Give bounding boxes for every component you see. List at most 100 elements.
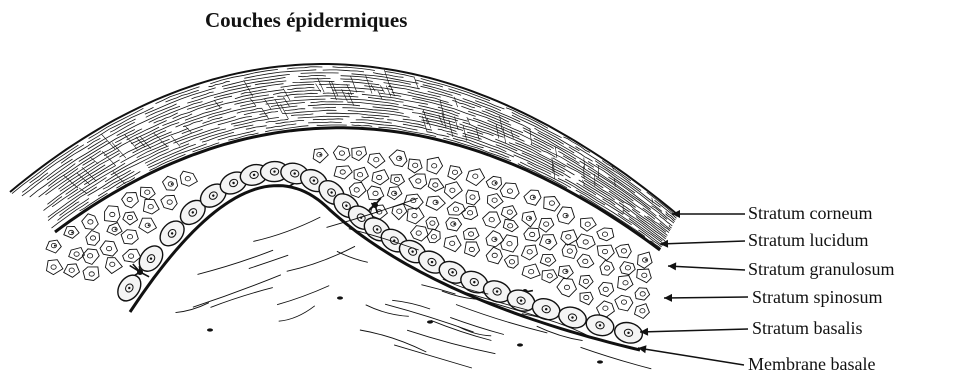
corneum-fiber	[352, 74, 419, 84]
corneum-fiber	[373, 73, 404, 78]
spinous-cell-nucleus	[549, 201, 554, 205]
spinous-cell-nucleus	[507, 210, 512, 214]
spinous-cell	[466, 169, 484, 186]
fibroblast	[337, 296, 343, 299]
spinous-cell	[558, 266, 573, 279]
spinous-cell-nucleus	[453, 207, 458, 211]
fibroblast	[517, 343, 523, 346]
corneum-fiber	[301, 73, 339, 74]
corneum-fiber	[421, 86, 453, 95]
corneum-fiber	[209, 82, 230, 87]
granule	[71, 232, 73, 234]
spinous-cell-nucleus	[507, 242, 512, 246]
corneum-fiber	[313, 119, 343, 120]
corneum-fiber	[300, 78, 330, 79]
spinous-cell-nucleus	[127, 215, 132, 219]
spinous-cell	[64, 264, 80, 277]
corneum-fiber	[308, 122, 342, 123]
corneum-fiber	[352, 125, 373, 127]
spinous-cell	[486, 176, 501, 189]
spinous-cell	[504, 255, 518, 268]
spinous-cell-nucleus	[585, 222, 590, 226]
corneum-hatch	[351, 76, 357, 92]
dermis-fiber	[450, 317, 504, 334]
dermis-fiber	[407, 330, 495, 354]
spinous-cell	[352, 147, 367, 161]
label-stratum-spinosum: Stratum spinosum	[752, 287, 883, 308]
spinous-cell	[140, 187, 155, 199]
basal-cell	[584, 312, 616, 339]
corneum-fiber	[89, 108, 144, 138]
corneum-fiber	[331, 99, 399, 105]
spinous-cell	[557, 278, 577, 296]
spinous-cell-nucleus	[433, 183, 438, 187]
arrow-stratum-spinosum	[664, 294, 748, 302]
corneum-hatch	[530, 128, 532, 144]
dermis-fiber	[198, 250, 274, 274]
spinous-cell	[122, 193, 139, 208]
spinous-cell	[428, 179, 444, 192]
corneum-fiber	[48, 187, 97, 221]
dermis-fiber	[193, 275, 281, 307]
spinous-cell	[123, 249, 141, 262]
arrow-stratum-basalis	[640, 328, 748, 336]
spinous-cell-nucleus	[603, 287, 608, 291]
spinous-cell	[615, 295, 633, 311]
corneum-fiber	[183, 120, 203, 127]
corneum-fiber	[298, 75, 326, 76]
corneum-fiber	[166, 90, 199, 102]
corneum-fiber	[291, 114, 313, 116]
corneum-fiber	[403, 124, 432, 130]
arrow-stratum-spinosum-head	[664, 294, 672, 302]
spinous-cell-nucleus	[468, 211, 473, 215]
fibroblast	[597, 360, 603, 363]
spinous-cell-nucleus	[584, 295, 589, 299]
spinous-cell-nucleus	[358, 173, 363, 177]
spinous-cell-nucleus	[373, 191, 378, 195]
corneum-fiber	[277, 93, 317, 96]
spinous-cell-nucleus	[397, 209, 402, 213]
spinous-cell-nucleus	[567, 249, 572, 253]
corneum-fiber	[87, 107, 153, 142]
spinous-cell-nucleus	[527, 250, 532, 254]
corneum-hatch	[250, 99, 256, 106]
spinous-cell-nucleus	[127, 235, 132, 239]
corneum-fiber	[319, 84, 350, 85]
label-stratum-granulosum: Stratum granulosum	[748, 259, 895, 280]
spinous-cell	[444, 236, 461, 252]
corneum-fiber	[408, 92, 449, 103]
arrow-stratum-basalis-shaft	[640, 329, 748, 332]
spinous-cell	[333, 146, 350, 160]
dermis-fiber	[431, 320, 492, 340]
dermis-fiber	[253, 217, 320, 241]
corneum-fiber	[308, 104, 360, 106]
spinous-cell-nucleus	[90, 236, 95, 240]
spinous-cell-nucleus	[564, 285, 569, 289]
spinous-cell	[522, 211, 537, 227]
arrow-stratum-granulosum	[668, 262, 745, 270]
spinous-cell-nucleus	[148, 205, 153, 209]
spinous-cell-nucleus	[450, 188, 455, 192]
spinous-cell-nucleus	[605, 266, 610, 270]
spinous-cell	[597, 228, 614, 241]
spinous-cell	[638, 252, 653, 268]
spinous-cell	[427, 229, 440, 243]
spinous-cell	[107, 223, 122, 236]
corneum-hatch	[101, 134, 115, 149]
spinous-cell-nucleus	[89, 272, 94, 276]
spinous-cell	[448, 166, 462, 180]
spinous-cell	[123, 212, 138, 225]
corneum-fiber	[187, 86, 251, 103]
spinous-cell-nucleus	[530, 232, 535, 236]
dermis-fibers	[176, 198, 652, 369]
spinous-cell-nucleus	[430, 221, 435, 225]
spinous-cell	[389, 150, 407, 167]
corneum-fiber	[192, 92, 214, 99]
dermis-fiber	[176, 303, 209, 313]
corneum-fiber	[61, 138, 100, 163]
spinous-cell	[524, 228, 540, 241]
corneum-fiber	[47, 165, 105, 204]
label-membrane-basale: Membrane basale	[748, 354, 875, 375]
basal-cell	[556, 304, 589, 331]
